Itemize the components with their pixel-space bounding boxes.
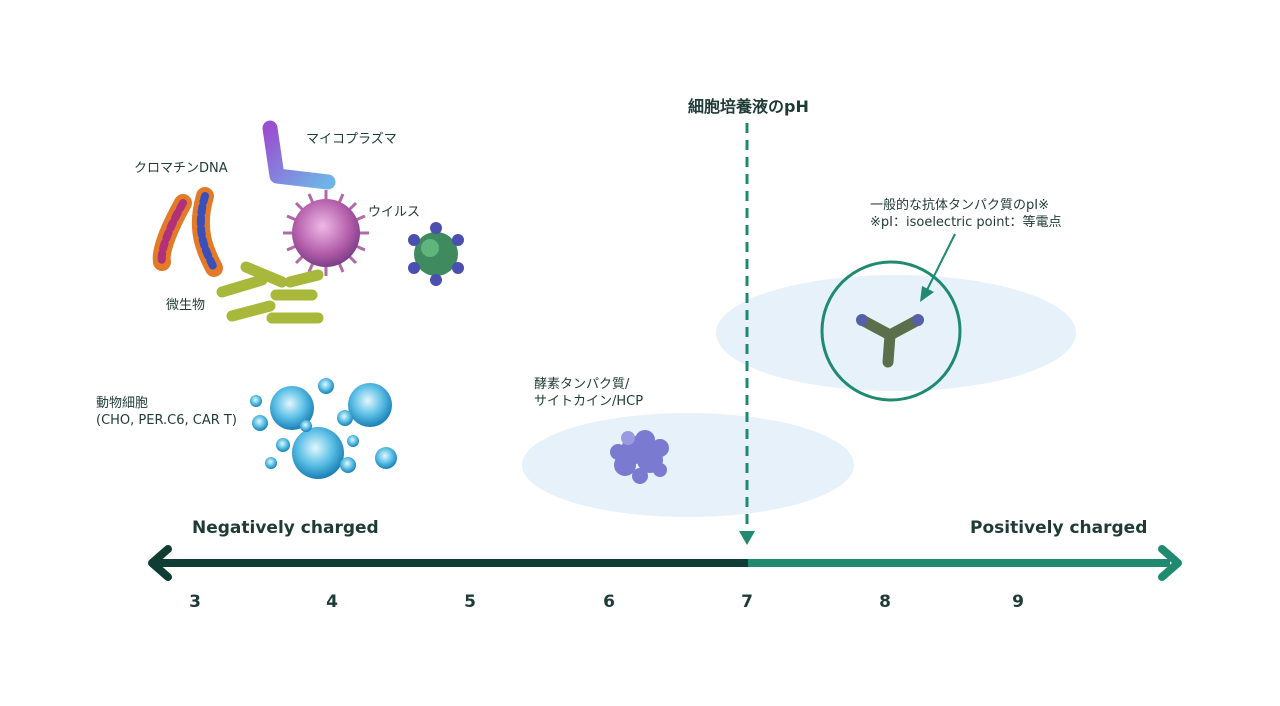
enzyme-label: 酵素タンパク質/ サイトカイン/HCP xyxy=(534,376,643,410)
chromatin-dna-icon xyxy=(152,187,223,277)
tick-label-6: 6 xyxy=(603,592,615,612)
positive-charge-label: Positively charged xyxy=(970,518,1148,538)
charge-axis xyxy=(148,545,1182,581)
tick-label-7: 7 xyxy=(741,592,753,612)
tick-label-8: 8 xyxy=(879,592,891,612)
animal-cells-label: 動物細胞 (CHO, PER.C6, CAR T) xyxy=(96,395,237,429)
animal-cells-icon xyxy=(250,378,397,479)
axis-left-arrowhead xyxy=(148,545,172,581)
enzyme-label-line1: 酵素タンパク質/ xyxy=(534,377,630,392)
antibody-label-line1: 一般的な抗体タンパク質のpI※ xyxy=(870,198,1049,213)
antibody-label-line2: ※pI：isoelectric point：等電点 xyxy=(870,215,1062,230)
microbe-rods-icon xyxy=(216,261,324,324)
axis-right-arrowhead xyxy=(1158,545,1182,581)
tick-label-4: 4 xyxy=(326,592,338,612)
tick-label-5: 5 xyxy=(464,592,476,612)
enzyme-range-ellipse xyxy=(522,413,854,517)
animal-cells-label-line2: (CHO, PER.C6, CAR T) xyxy=(96,413,237,428)
virus-green-icon xyxy=(408,222,464,286)
ph-marker-line xyxy=(739,123,755,545)
tick-label-3: 3 xyxy=(189,592,201,612)
animal-cells-label-line1: 動物細胞 xyxy=(96,396,149,411)
enzyme-protein-icon xyxy=(610,430,669,484)
virus-label: ウイルス xyxy=(368,205,421,220)
enzyme-label-line2: サイトカイン/HCP xyxy=(534,394,644,409)
mycoplasma-icon xyxy=(262,120,336,190)
antibody-highlight-circle xyxy=(820,260,962,402)
chromatin-label: クロマチンDNA xyxy=(134,161,228,176)
antibody-icon xyxy=(856,314,924,368)
antibody-label: 一般的な抗体タンパク質のpI※ ※pI：isoelectric point：等電… xyxy=(870,197,1062,231)
microbe-label: 微生物 xyxy=(166,298,206,313)
antibody-pointer-arrow xyxy=(920,233,956,302)
virus-spiky-icon xyxy=(283,190,369,276)
tick-label-9: 9 xyxy=(1012,592,1024,612)
negative-charge-label: Negatively charged xyxy=(192,518,379,538)
mycoplasma-label: マイコプラズマ xyxy=(306,132,397,147)
ph-marker-label: 細胞培養液のpH xyxy=(688,97,809,116)
